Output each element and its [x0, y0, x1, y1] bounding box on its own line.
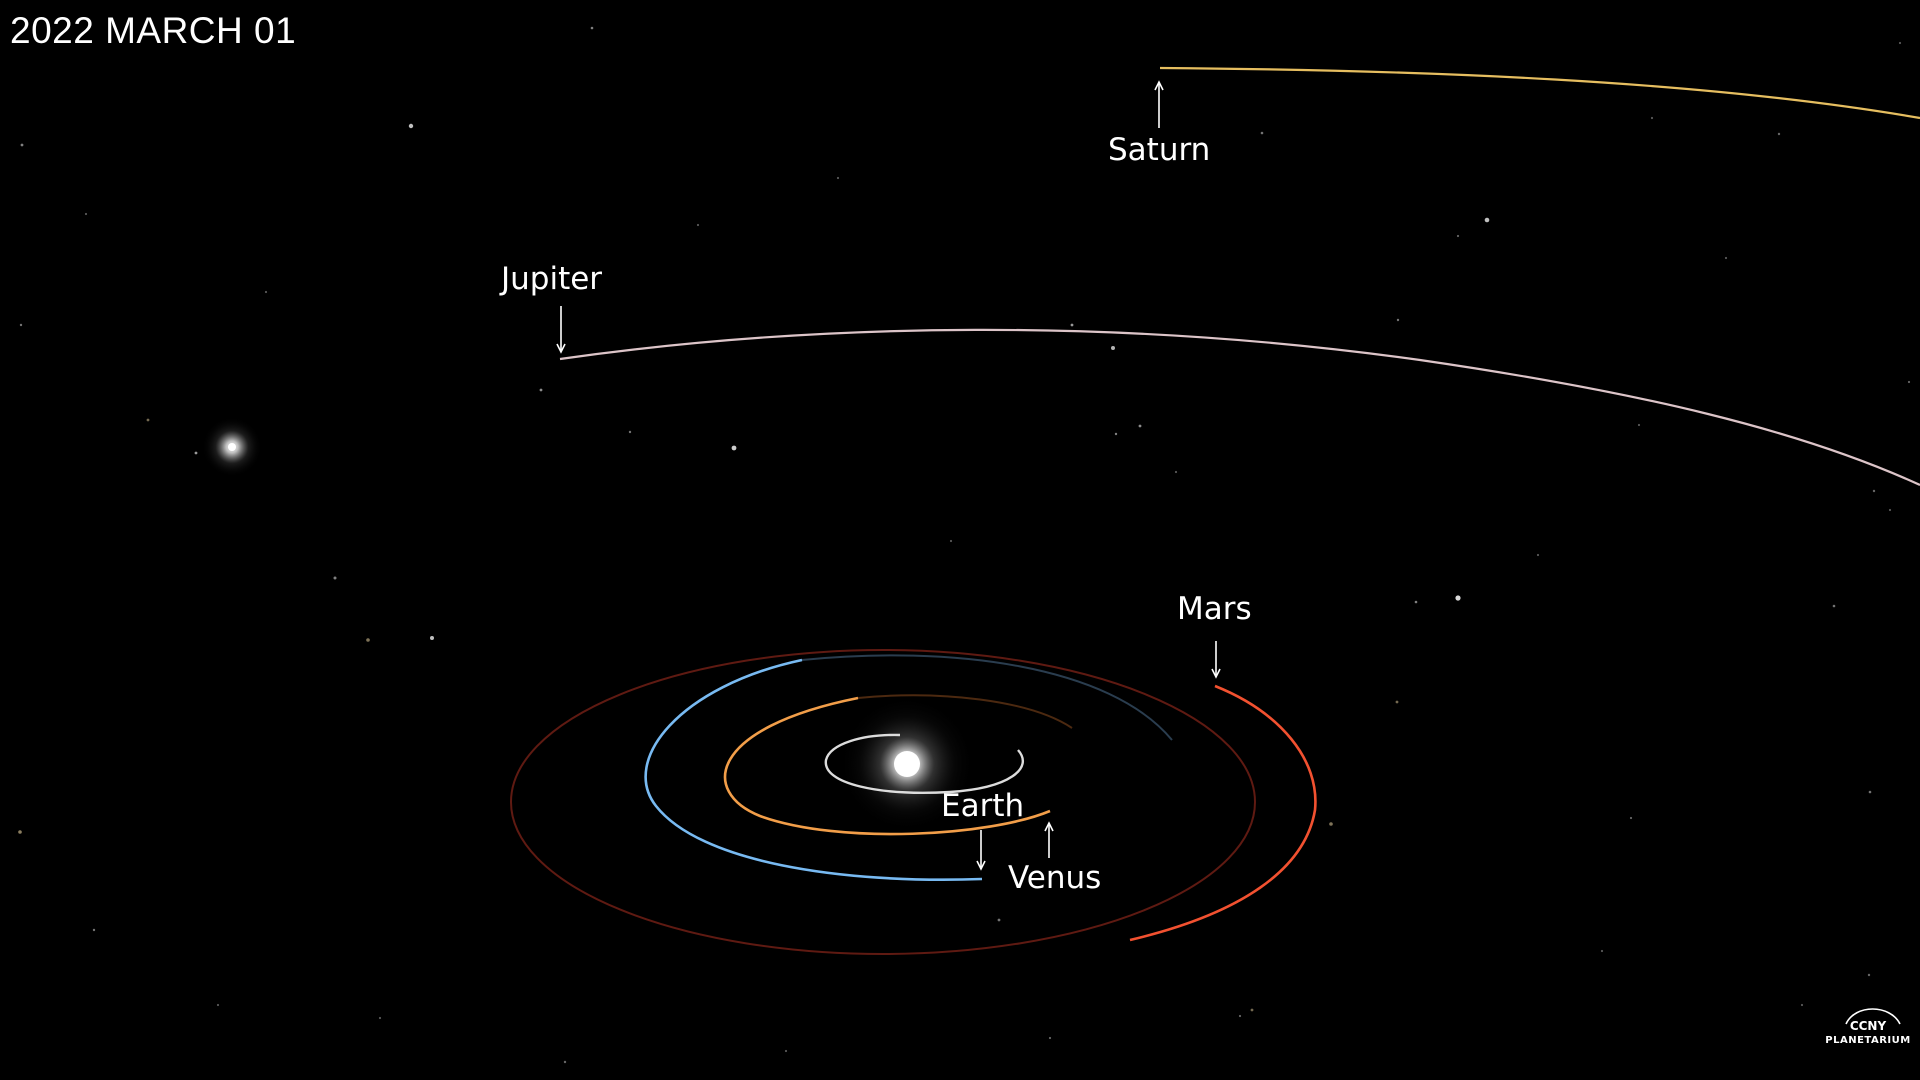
star [1832, 604, 1836, 608]
date-label: 2022 MARCH 01 [10, 10, 297, 51]
sun [894, 751, 920, 777]
star [539, 388, 543, 392]
bright-star [228, 443, 236, 451]
venus-arrow [1044, 821, 1054, 858]
star [1238, 1014, 1242, 1018]
star [430, 636, 434, 640]
star [408, 123, 414, 129]
saturn-label: Saturn [1108, 132, 1211, 168]
star [1777, 132, 1781, 136]
star [1396, 318, 1400, 322]
star [731, 445, 737, 451]
star [19, 323, 23, 327]
star [1536, 553, 1540, 557]
star [836, 176, 840, 180]
star [1048, 1036, 1052, 1040]
saturn-orbit [1159, 66, 1920, 120]
venus-label: Venus [1008, 860, 1102, 896]
venus-orbit [723, 696, 1051, 836]
star [1629, 816, 1633, 820]
earth-arrow [976, 830, 986, 871]
star [1724, 256, 1728, 260]
star [1395, 700, 1399, 704]
mars-label: Mars [1177, 591, 1252, 627]
star [949, 539, 953, 543]
star [997, 918, 1001, 922]
star [84, 212, 88, 216]
star [1174, 470, 1178, 474]
star [264, 290, 268, 294]
star [1872, 489, 1876, 493]
star [1329, 822, 1333, 826]
star-field [18, 26, 1911, 1064]
star [1455, 595, 1461, 601]
star [1114, 432, 1118, 436]
star [1250, 1008, 1254, 1012]
star [1800, 1003, 1804, 1007]
star [1484, 217, 1490, 223]
star [1260, 131, 1264, 135]
mars-orbit [1129, 684, 1317, 942]
star [333, 576, 337, 580]
earth-orbit [644, 658, 983, 881]
saturn-arrow [1154, 80, 1164, 128]
star [378, 1016, 382, 1020]
star [1650, 116, 1654, 120]
star [1888, 508, 1892, 512]
star [1898, 41, 1902, 45]
star [784, 1049, 788, 1053]
earth-label: Earth [941, 788, 1025, 824]
logo-arc [1845, 1008, 1901, 1025]
logo-text-bottom: PLANETARIUM [1825, 1035, 1911, 1046]
jupiter-orbit [559, 328, 1920, 487]
venus-orbit-trail [857, 694, 1073, 729]
star [1637, 423, 1641, 427]
earth-orbit-trail [801, 654, 1173, 741]
star [1456, 234, 1460, 238]
star [1600, 949, 1604, 953]
logo-text-top: CCNY [1849, 1019, 1887, 1033]
mars-arrow [1211, 641, 1221, 679]
star [366, 638, 370, 642]
star [590, 26, 594, 30]
jupiter-label: Jupiter [501, 261, 603, 297]
star [1907, 380, 1911, 384]
star [1414, 600, 1418, 604]
jupiter-arrow [556, 306, 566, 354]
star [1867, 973, 1871, 977]
star [194, 451, 198, 455]
star [628, 430, 632, 434]
star [1868, 790, 1872, 794]
mars-orbit-trail [510, 649, 1256, 955]
ccny-planetarium-logo: CCNY PLANETARIUM [1820, 1004, 1916, 1068]
mercury-orbit [824, 733, 1024, 794]
star [20, 143, 24, 147]
star [146, 418, 150, 422]
star [696, 223, 700, 227]
star [563, 1060, 567, 1064]
star [216, 1003, 220, 1007]
star [92, 928, 96, 932]
star [18, 830, 22, 834]
star [1138, 424, 1142, 428]
star [1070, 323, 1074, 327]
star [1111, 346, 1115, 350]
